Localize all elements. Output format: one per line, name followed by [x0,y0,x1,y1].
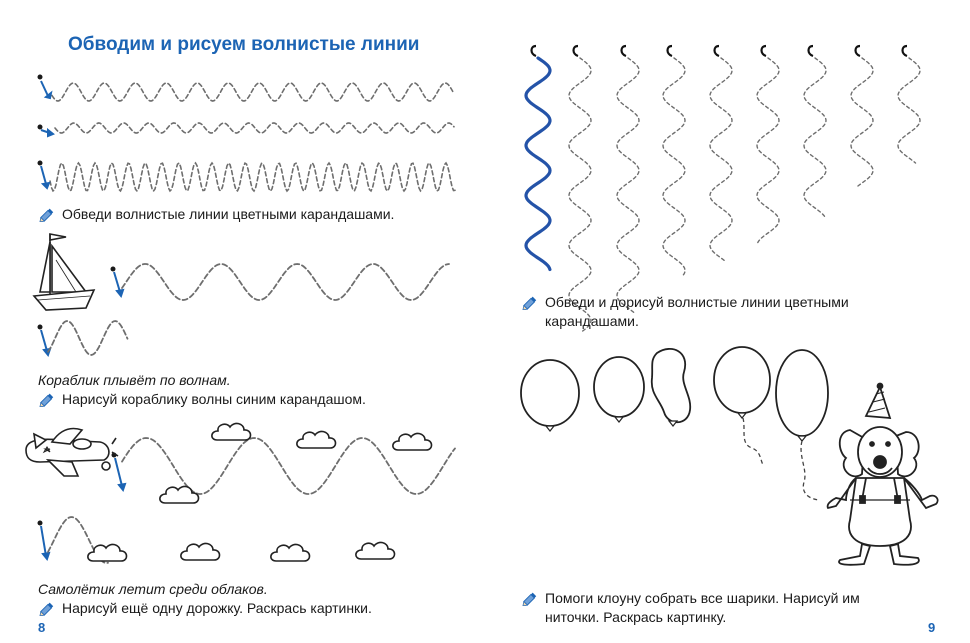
cloud-illustration [87,422,433,562]
instruction-trace-vertical-cont: карандашами. [545,313,639,329]
instruction-text: Обведи волнистые линии цветными карандаш… [62,206,395,222]
dashed-vertical-wave [709,57,733,263]
boat-wave-trace [47,263,450,356]
solid-blue-wave [524,56,552,272]
pencil-icon [39,208,54,222]
row3-wave [49,161,456,193]
instruction-clown: Помоги клоуну собрать все шарики. Нарису… [521,589,860,608]
dashed-vertical-wave [568,57,592,334]
page-number-left: 8 [38,620,46,635]
dashed-wave-line [51,82,455,102]
instruction-trace-vertical: Обведи и дорисуй волнистые линии цветным… [521,293,849,312]
instruction-text: Помоги клоуну собрать все шарики. Нарису… [545,590,860,606]
instruction-text: Нарисуй кораблику волны синим карандашом… [62,391,366,407]
dashed-vertical-wave [616,57,640,314]
dashed-vertical-wave [850,57,874,188]
instruction-draw-waves: Нарисуй кораблику волны синим карандашом… [38,390,366,409]
sailboat-illustration [32,233,96,311]
start-hook-icon [760,44,767,58]
instruction-trace-waves: Обведи волнистые линии цветными карандаш… [38,205,394,224]
balloon-string-trace [742,417,821,501]
start-dot-arrow-icon [37,74,127,562]
pencil-icon [522,592,537,606]
caption-plane: Самолётик летит среди облаков. [38,581,268,597]
pencil-icon [39,602,54,616]
page-title: Обводим и рисуем волнистые линии [68,34,420,55]
balloon-illustration [520,346,829,442]
dashed-wave-line [47,320,129,356]
plane-wave-trace [47,437,456,564]
dashed-wave-line [121,263,450,301]
page-number-right: 9 [928,620,936,635]
start-hook-icon [807,44,814,58]
row2-wave [54,122,455,134]
start-hook-icon [713,44,720,58]
clown-illustration [826,382,939,566]
dashed-vertical-wave [756,57,780,244]
dashed-wave-line [54,122,455,134]
start-hook-icon [901,44,908,58]
row1-wave [51,82,455,102]
dashed-vertical-wave [803,57,827,218]
start-hook-icon [666,44,673,58]
instruction-draw-path: Нарисуй ещё одну дорожку. Раскрась карти… [38,599,372,618]
instruction-clown-cont: ниточки. Раскрась картинку. [545,609,727,625]
start-hook-icon [572,44,579,58]
instruction-text: Обведи и дорисуй волнистые линии цветным… [545,294,849,310]
dashed-vertical-wave [897,57,921,164]
dashed-wave-line [49,161,456,193]
pencil-icon [39,393,54,407]
dashed-vertical-wave [662,57,686,278]
pencil-icon [522,296,537,310]
instruction-text: Нарисуй ещё одну дорожку. Раскрась карти… [62,600,372,616]
vertical-waves [524,44,921,334]
start-hook-icon [620,44,627,58]
start-hook-icon [854,44,861,58]
airplane-illustration [25,427,119,477]
dashed-wave-line [121,437,456,495]
caption-ship: Кораблик плывёт по волнам. [38,372,231,388]
start-hook-icon [530,44,537,58]
